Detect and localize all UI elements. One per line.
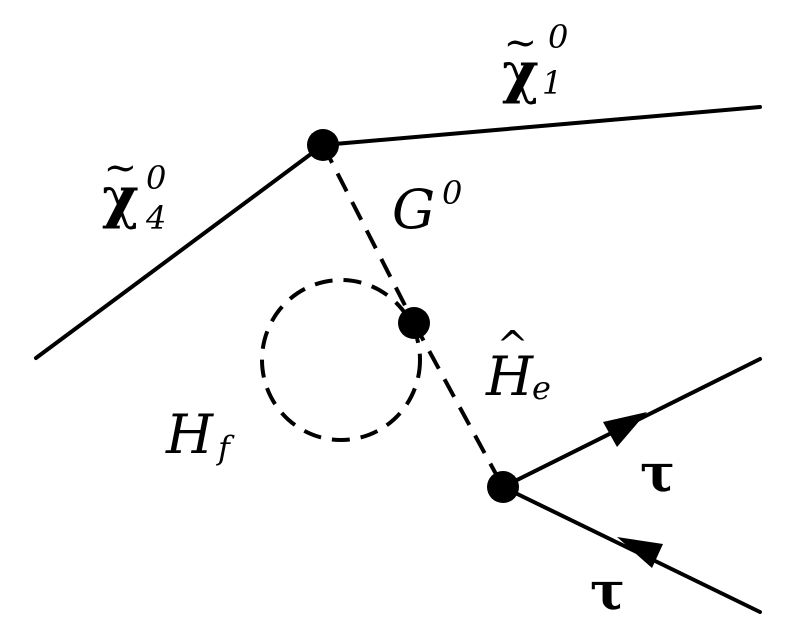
hat-accent: ^ <box>496 323 529 367</box>
higgs-e-symbol: H <box>486 345 534 408</box>
neutralino-4-subscript: 4 <box>146 199 167 237</box>
higgs-f-loop <box>260 278 422 442</box>
tilde-accent: ~ <box>503 20 538 66</box>
goldstone-symbol: G <box>392 178 436 241</box>
tau-outgoing-label: τ <box>640 443 675 504</box>
tau-incoming-arrow <box>617 537 663 568</box>
tau-incoming-label: τ <box>590 561 625 622</box>
neutralino-4-label: ~ χ 0 4 <box>102 148 166 234</box>
vertex-mixing <box>398 307 430 339</box>
tilde-accent: ~ <box>103 145 138 191</box>
vertex-neutralino <box>307 129 339 161</box>
neutralino-1-subscript: 1 <box>542 64 563 102</box>
higgs-e-subscript: e <box>532 369 551 407</box>
neutralino-4-superscript: 0 <box>146 159 167 197</box>
neutralino-1-superscript: 0 <box>548 18 569 56</box>
neutralino-1-label: ~ χ 0 1 <box>502 21 568 101</box>
higgs-f-label: H f <box>166 408 230 465</box>
vertex-tau <box>487 471 519 503</box>
goldstone-superscript: 0 <box>442 174 463 212</box>
neutralino-1-symbol: χ <box>502 40 539 106</box>
neutralino-4-line <box>34 143 325 360</box>
higgs-f-symbol: H <box>166 403 214 466</box>
higgs-e-label: ^ H e <box>486 326 551 404</box>
goldstone-propagator <box>321 144 416 324</box>
tau-outgoing-arrow <box>603 412 647 447</box>
higgs-f-subscript: f <box>218 429 230 467</box>
neutralino-1-line <box>321 105 762 147</box>
goldstone-label: G 0 <box>392 177 462 237</box>
neutralino-4-symbol: χ <box>102 165 139 231</box>
